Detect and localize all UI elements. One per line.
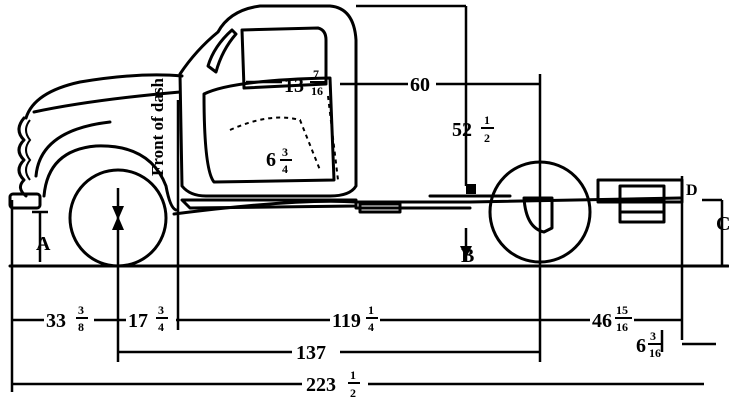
svg-text:4: 4 xyxy=(368,320,374,334)
hood-top xyxy=(24,73,184,120)
dimension-lines xyxy=(12,80,716,386)
dim-52-1-2-label: 52 1 2 xyxy=(452,113,494,145)
svg-text:46: 46 xyxy=(592,310,612,332)
front-axle-marker xyxy=(112,206,124,230)
svg-text:13: 13 xyxy=(284,75,304,97)
svg-text:223: 223 xyxy=(306,374,336,396)
svg-text:17: 17 xyxy=(128,310,148,332)
dim-223-1-2-label: 223 1 2 xyxy=(306,368,360,400)
svg-text:52: 52 xyxy=(452,119,472,141)
dim-6-3-4-label: 6 3 4 xyxy=(266,145,292,176)
frame-crossmember xyxy=(358,202,402,214)
svg-text:1: 1 xyxy=(350,368,356,382)
dim-60-label: 60 xyxy=(410,74,430,96)
svg-text:7: 7 xyxy=(313,67,319,81)
svg-text:16: 16 xyxy=(649,346,661,360)
point-b-label: B xyxy=(461,245,474,267)
dim-46-15-16-label: 46 15 16 xyxy=(592,303,632,334)
side-window xyxy=(240,26,328,90)
svg-text:119: 119 xyxy=(332,310,361,332)
svg-text:6: 6 xyxy=(266,149,276,171)
windshield xyxy=(206,28,238,74)
svg-text:33: 33 xyxy=(46,310,66,332)
spring-hanger xyxy=(466,184,476,194)
svg-text:4: 4 xyxy=(282,162,288,176)
running-board xyxy=(180,198,358,210)
svg-text:3: 3 xyxy=(158,303,164,317)
dim-13-7-16-label: 13 7 16 xyxy=(284,67,326,98)
cab-door xyxy=(202,76,336,184)
point-c-label: C xyxy=(716,213,729,235)
grille xyxy=(17,116,32,198)
dim-17-3-4-label: 17 3 4 xyxy=(128,303,168,334)
dim-119-1-4-label: 119 1 4 xyxy=(332,303,378,334)
dim-137-label: 137 xyxy=(296,342,326,364)
cab-outline xyxy=(178,4,358,198)
diagram-labels: Front of dash A B C D 60 13 7 16 52 1 2 … xyxy=(36,67,729,400)
rear-crossmember xyxy=(618,184,666,224)
hood-line xyxy=(32,90,182,114)
svg-text:3: 3 xyxy=(78,303,84,317)
frame-rail xyxy=(172,196,682,216)
dim-6-3-16-label: 6 3 16 xyxy=(636,329,662,360)
reference-lines xyxy=(10,4,724,392)
svg-text:3: 3 xyxy=(650,329,656,343)
point-a-label: A xyxy=(36,233,51,255)
svg-text:1: 1 xyxy=(484,113,490,127)
svg-text:6: 6 xyxy=(636,335,646,357)
svg-text:1: 1 xyxy=(368,303,374,317)
interior-hidden-lines xyxy=(229,116,321,171)
svg-text:2: 2 xyxy=(484,131,490,145)
dim-33-3-8-label: 33 3 8 xyxy=(46,303,88,334)
front-of-dash-label: Front of dash xyxy=(148,78,167,176)
svg-text:8: 8 xyxy=(78,320,84,334)
fender-crown xyxy=(34,120,112,178)
svg-text:3: 3 xyxy=(282,145,288,159)
point-d-label: D xyxy=(686,182,698,199)
svg-text:16: 16 xyxy=(616,320,628,334)
svg-text:15: 15 xyxy=(616,303,628,317)
rear-hub xyxy=(522,196,554,234)
front-fender xyxy=(42,144,178,212)
svg-text:2: 2 xyxy=(350,386,356,400)
svg-text:16: 16 xyxy=(311,84,323,98)
svg-text:4: 4 xyxy=(158,320,164,334)
